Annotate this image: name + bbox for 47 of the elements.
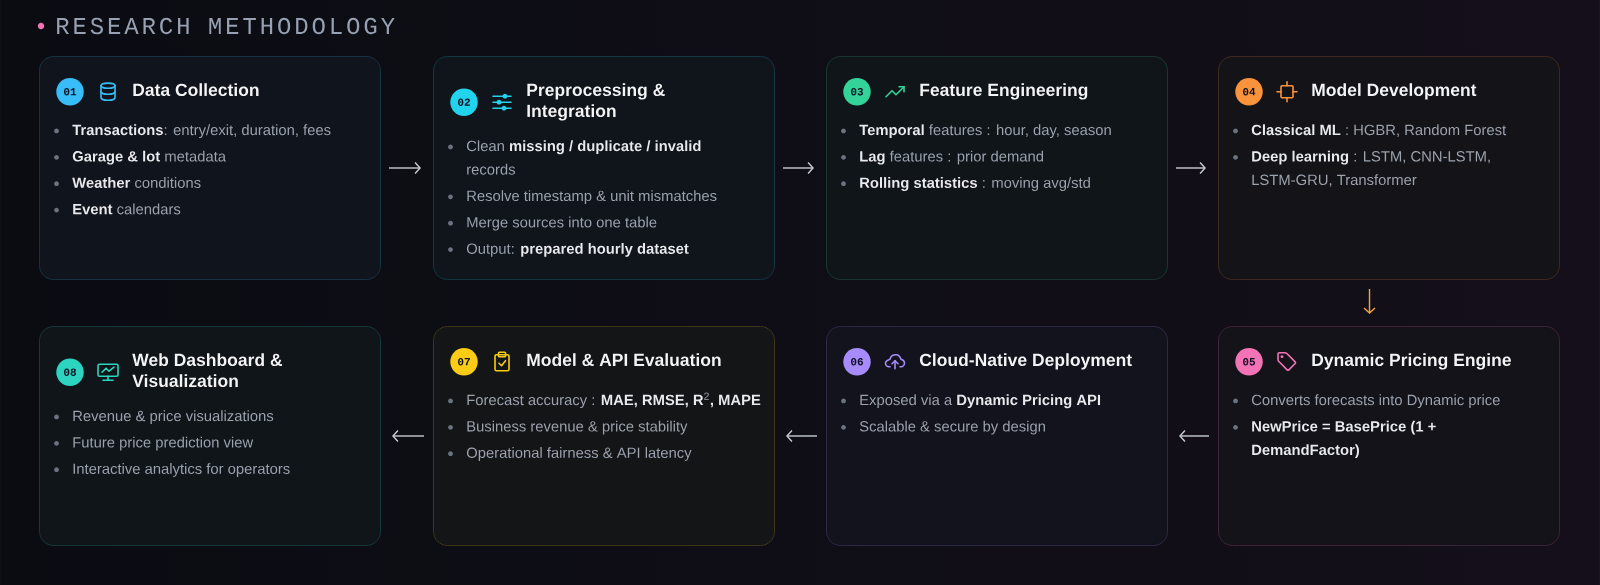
number-badge: 06 bbox=[843, 347, 871, 376]
bullet-text: Classical ML : HGBR, Random Forest bbox=[1251, 124, 1507, 137]
card-heading: Model & API Evaluation bbox=[527, 353, 721, 367]
bullet-text: Event calendars bbox=[73, 203, 181, 215]
bullet-text: Future price prediction view bbox=[73, 436, 254, 451]
number-badge: 02 bbox=[450, 88, 478, 116]
arrow bbox=[1363, 288, 1376, 314]
card-heading: Feature Engineering bbox=[920, 83, 1088, 100]
bullet-text: Rolling statistics : moving avg/std bbox=[860, 177, 1090, 191]
bullet-text: Forecast accuracy : MAE, RMSE, R$^{2}$, MAPE bbox=[467, 392, 761, 409]
bullet-text: Converts forecasts into Dynamic price bbox=[1251, 394, 1500, 409]
number-badge: 01 bbox=[56, 77, 84, 106]
title: RESEARCH METHODOLOGY bbox=[57, 17, 395, 35]
bullet-text: Revenue & price visualizations bbox=[73, 410, 274, 425]
arrow bbox=[1179, 429, 1210, 443]
number-badge: 04 bbox=[1235, 77, 1263, 106]
bullet-text: Scalable & secure by design bbox=[859, 420, 1045, 435]
bullet-text: Operational fairness & API latency bbox=[466, 447, 692, 461]
card-heading: Dynamic Pricing Engine bbox=[1312, 353, 1511, 370]
arrow bbox=[782, 161, 814, 175]
bullet-text: Business revenue & price stability bbox=[467, 420, 688, 435]
bullet-text: Output: prepared hourly dataset bbox=[466, 243, 689, 257]
bullet-text: Clean missing / duplicate / invalid records bbox=[466, 140, 701, 175]
bullet-text: Lag features : prior demand bbox=[860, 150, 1044, 165]
bullet-text: Weather conditions bbox=[72, 177, 201, 188]
bullet-text: Interactive analytics for operators bbox=[73, 463, 290, 477]
number-badge: 03 bbox=[843, 77, 871, 106]
card-heading: Web Dashboard & Visualization bbox=[132, 353, 283, 388]
bullet-text: Garage & lot metadata bbox=[72, 150, 227, 165]
bullet-text: Merge sources into one table bbox=[467, 216, 657, 231]
bullet-text: Temporal features : hour, day, season bbox=[859, 124, 1111, 139]
arrow bbox=[1175, 161, 1206, 175]
bullet-text: Exposed via a Dynamic Pricing API bbox=[860, 394, 1101, 409]
bullet-text: NewPrice = BasePrice (1 + DemandFactor) bbox=[1252, 420, 1436, 458]
arrow bbox=[388, 161, 421, 175]
number-badge: 08 bbox=[56, 358, 84, 386]
card-heading: Model Development bbox=[1312, 83, 1477, 100]
number-badge: 05 bbox=[1235, 347, 1263, 376]
bullet-text: Transactions: entry/exit, duration, fees bbox=[72, 124, 331, 139]
arrow bbox=[392, 429, 425, 443]
bullet-text: Resolve timestamp & unit mismatches bbox=[467, 190, 717, 204]
bullet-text: Deep learning : LSTM, CNN-LSTM, LSTM-GRU, Transformer bbox=[1252, 150, 1490, 187]
arrow bbox=[786, 429, 818, 443]
number-badge: 07 bbox=[450, 347, 478, 376]
card-heading: Preprocessing & Integration bbox=[527, 83, 665, 121]
card-heading: Data Collection bbox=[133, 83, 259, 97]
card-heading: Cloud-Native Deployment bbox=[919, 353, 1132, 370]
